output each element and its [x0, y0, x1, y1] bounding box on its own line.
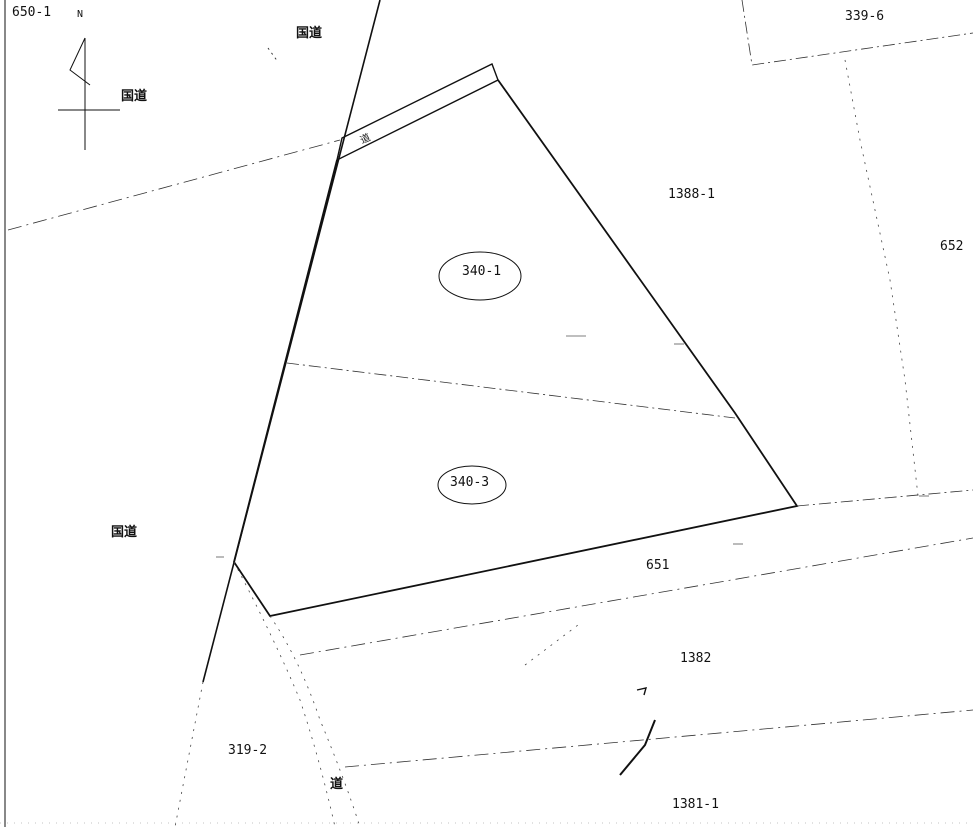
label-319-2: 319-2 [228, 743, 267, 758]
parcel-boundary-1388-652 [844, 59, 919, 497]
label-1381-1: 1381-1 [672, 797, 719, 812]
small-road-lower-left-edge-2 [269, 615, 361, 827]
road-edge-lower-extension [174, 681, 204, 827]
small-road-lower-left-edge-1 [233, 561, 336, 827]
parcel-boundary-1382-1381 [344, 709, 973, 768]
label-road-bottom: 道 [330, 776, 343, 792]
label-road-top: 国道 [296, 25, 322, 41]
survey-marks-1382 [524, 624, 579, 666]
label-650-1: 650-1 [12, 5, 51, 20]
survey-mark-1381 [619, 719, 656, 776]
parcel-boundary-339-6 [741, 0, 973, 66]
label-340-3: 340-3 [450, 475, 489, 490]
label-1382: 1382 [680, 651, 711, 666]
north-arrow-icon [58, 37, 120, 150]
label-road-left: 国道 [111, 524, 137, 540]
boundary-line-upper-left [7, 139, 341, 231]
label-651: 651 [646, 558, 669, 573]
survey-point-markers [216, 335, 929, 558]
ellipse-340-1 [438, 251, 522, 301]
label-340-1: 340-1 [462, 264, 501, 279]
parcel-outline-340 [233, 79, 799, 618]
label-road-left-top: 国道 [121, 88, 147, 104]
label-339-6: 339-6 [845, 9, 884, 24]
parcel-divider-340 [286, 362, 736, 419]
label-road-small: 道 [358, 130, 372, 146]
survey-mark-small [636, 687, 647, 696]
road-651-upper-edge [796, 489, 973, 507]
label-north: N [77, 9, 83, 20]
road-651-lower-edge [299, 537, 973, 656]
ellipse-340-3 [437, 465, 507, 505]
label-1388-1: 1388-1 [668, 187, 715, 202]
label-652: 652 [940, 239, 963, 254]
